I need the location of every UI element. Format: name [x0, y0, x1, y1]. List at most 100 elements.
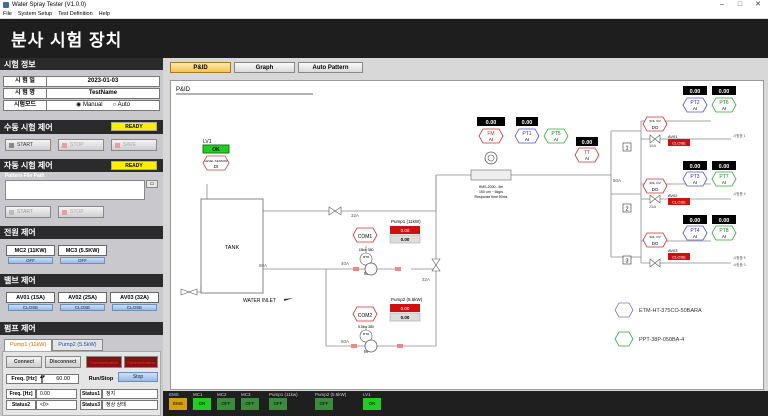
mode-manual-radio[interactable]: ◉ Manual — [76, 102, 103, 108]
folder-icon[interactable]: ▭ — [146, 180, 158, 188]
av02-state: CLOSE — [672, 200, 686, 205]
pt5-sensor-icon — [543, 128, 569, 144]
branch-1-marker — [622, 142, 632, 152]
manual-stop-button[interactable]: STOP — [58, 139, 104, 151]
menu-file[interactable]: File — [3, 11, 12, 17]
av03-do-label: DO — [652, 241, 659, 246]
loc-4-label: 시험품 4 — [733, 191, 746, 196]
tab-pump1[interactable]: Pump1 (11kW) — [4, 339, 53, 351]
av02-name: AV02 (25A) — [58, 292, 107, 303]
pt2-ai: AI — [693, 106, 697, 111]
com2-icon — [352, 306, 378, 322]
com1-icon — [352, 227, 378, 243]
av01-close-button[interactable]: CLOSE — [8, 304, 53, 311]
av01-state-box — [668, 139, 690, 146]
auto-control-label: 자동 시험 제어 — [4, 161, 53, 170]
branch-1-label: 1 — [625, 146, 628, 152]
branch-2-label: 2 — [625, 207, 628, 213]
pt7-tag: PT7 — [719, 174, 728, 180]
mode-auto-label: Auto — [117, 102, 130, 108]
av03-close-button[interactable]: CLOSE — [112, 304, 157, 311]
menu-test-definition[interactable]: Test Definition — [58, 11, 93, 17]
communication-button-1[interactable]: Communication — [86, 356, 122, 368]
test-date-row: 시 험 일 2023-01-03 — [3, 76, 160, 87]
level-sensor-di: DI — [214, 164, 219, 169]
meter-note-2: 150 um ~ 6kg/s — [479, 190, 503, 194]
loc-3-label: 시험품 3 — [733, 262, 746, 267]
pt3-sensor-icon — [682, 171, 708, 187]
level-sensor-tag: LEVEL SENSOR — [205, 159, 229, 163]
flow-meter-inner-icon — [487, 154, 495, 162]
pt6-sensor-icon — [711, 97, 737, 113]
tt-sub: AI — [585, 156, 589, 161]
flow-meter-body — [470, 169, 512, 181]
inlet-arrow-icon — [284, 298, 293, 301]
manual-ready-badge: READY — [111, 122, 157, 131]
communication-button-2[interactable]: Communication — [124, 356, 158, 368]
connect-button[interactable]: Connect — [6, 356, 42, 368]
tab-pump2[interactable]: Pump2 (5.5kW) — [52, 339, 103, 351]
manual-start-button[interactable]: START — [5, 139, 51, 151]
pump1-value-box — [389, 234, 421, 244]
loc-5-label: 시험품 5 — [733, 255, 746, 260]
legend-pressure-icon — [614, 331, 634, 347]
status2-value: <0> — [36, 400, 77, 410]
line-50a-tank-label: 50A — [259, 263, 267, 268]
mc2-off-button[interactable]: OFF — [8, 257, 53, 264]
close-icon[interactable]: ✕ — [755, 1, 761, 8]
freq-out-label: Freq. [Hz] — [6, 389, 36, 399]
pump1-flange-out-icon — [395, 267, 401, 271]
tab-auto-pattern[interactable]: Auto Pattern — [298, 62, 363, 73]
mode-manual-label: Manual — [82, 102, 103, 108]
menu-system-setup[interactable]: System Setup — [17, 11, 53, 17]
tab-graph[interactable]: Graph — [234, 62, 295, 73]
mc3-off-button[interactable]: OFF — [60, 257, 105, 264]
pt4-value-box — [683, 215, 707, 224]
app-icon — [3, 2, 9, 8]
freq-setpoint-input[interactable]: 60.00 — [42, 374, 79, 384]
pump2-rating: 5.5kw 380 — [358, 325, 374, 329]
pump-tabs: Pump1 (11kW) Pump2 (5.5kW) — [4, 339, 103, 351]
auto-stop-button[interactable]: STOP — [58, 206, 104, 218]
av02-valve-icon-a — [649, 194, 656, 204]
pt4-value: 0.00 — [690, 218, 701, 224]
menu-help[interactable]: Help — [98, 11, 110, 17]
mode-auto-radio[interactable]: ○ Auto — [112, 102, 130, 108]
test-info-title: 시험 정보 — [0, 58, 163, 70]
main-panel: P&ID Graph Auto Pattern P&ID — [163, 58, 768, 416]
manual-save-label: SAVE — [123, 142, 136, 148]
freq-spinner-icon[interactable]: ▴▾ — [40, 374, 46, 380]
pt1-sub: AI — [525, 137, 529, 142]
av03-sv-label: SOL V/V — [649, 235, 661, 239]
disconnect-button[interactable]: Disconnect — [45, 356, 81, 368]
tab-pid[interactable]: P&ID — [170, 62, 231, 73]
power-control-title: 전원 제어 — [0, 226, 163, 239]
pump2-m: M — [364, 349, 368, 354]
pump2-alarm-box — [390, 304, 420, 312]
minimize-icon[interactable]: – — [720, 1, 724, 8]
pump-stop-button[interactable]: Stop — [118, 372, 158, 382]
test-date-value[interactable]: 2023-01-03 — [47, 76, 160, 87]
pid-title: P&ID — [176, 87, 191, 93]
status-lv1-label: LV1 — [363, 392, 371, 397]
pattern-file-input[interactable] — [5, 180, 145, 200]
fm-value: 0.00 — [486, 120, 497, 126]
fm-value-box — [477, 117, 505, 126]
start-icon — [9, 142, 14, 148]
av02-close-button[interactable]: CLOSE — [60, 304, 105, 311]
branch-3: 3 SOL V/V DO AV03 CLOSE — [622, 232, 690, 268]
test-name-value[interactable]: TestName — [47, 88, 160, 99]
meter-note-3: Response time 50ms — [475, 195, 508, 199]
pt1-value-box — [516, 117, 538, 126]
auto-start-button[interactable]: START — [5, 206, 51, 218]
pt2-value-box — [683, 86, 707, 95]
auto-stop-icon — [62, 209, 67, 215]
manual-save-button[interactable]: SAVE — [111, 139, 157, 151]
loc-1-label: 시험품 1 — [733, 133, 746, 138]
pt5-tag: PT5 — [551, 131, 560, 137]
maximize-icon[interactable]: □ — [737, 1, 743, 8]
